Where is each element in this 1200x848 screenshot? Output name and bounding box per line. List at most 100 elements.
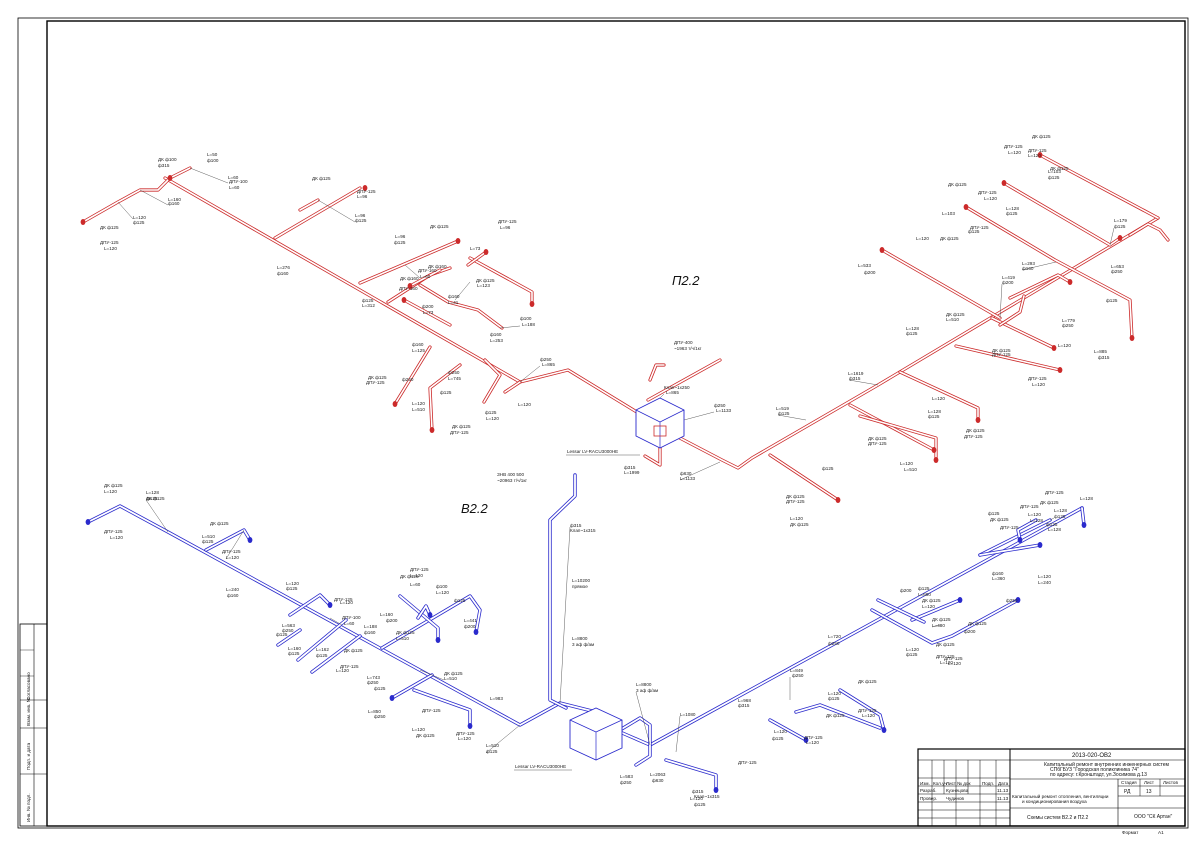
duct-run-inner	[849, 404, 935, 451]
exhaust-annotation-right-label: L=120	[862, 713, 875, 718]
exhaust-annotation-label: ф250	[374, 714, 386, 719]
supply-annotation-label: L=120	[518, 402, 531, 407]
exhaust-annotation-right-label: L=720	[828, 634, 841, 639]
supply-annotation-right-label: ДПУ-125	[1004, 144, 1023, 149]
exhaust-annotation-right-label: ф125	[1046, 522, 1058, 527]
leader-line	[777, 414, 807, 421]
exhaust-annotation-right-label: ф200	[964, 629, 976, 634]
format-label: Формат	[1122, 830, 1139, 835]
exhaust-annotation-right-label: ДПУ-125	[1000, 525, 1019, 530]
supply-annotation-right-label: L=103	[942, 211, 955, 216]
diffuser-fitting	[247, 537, 253, 543]
supply-annotation-right-label: L=653	[1111, 264, 1124, 269]
duct-run-inner	[403, 299, 451, 326]
supply-annotation-label: Клап~1х250	[664, 385, 690, 390]
supply-annotation-right-label: ф125	[822, 466, 834, 471]
exhaust-annotation-right-label: ф125	[772, 736, 784, 741]
diffuser-fitting	[1001, 180, 1007, 186]
supply-annotation-right-label: ДПУ-125	[1028, 376, 1047, 381]
exhaust-annotation-label: ф125	[288, 651, 300, 656]
diffuser-fitting	[879, 247, 885, 253]
duct-run-inner	[359, 240, 459, 284]
supply-annotation-label: L=253	[490, 338, 503, 343]
supply-annotation-right-label: L=1619	[848, 371, 864, 376]
duct-run-inner	[769, 454, 839, 501]
duct-run-inner	[417, 605, 431, 619]
stage-value: РД	[1124, 789, 1131, 795]
exhaust-annotation-label: ф630	[652, 778, 664, 783]
supply-annotation-label: L=120	[104, 246, 117, 251]
exhaust-annotation-label: L=120	[410, 573, 423, 578]
supply-annotation-label: L=188	[522, 322, 535, 327]
supply-annotation-label: L=50	[207, 152, 218, 157]
diffuser-fitting	[85, 519, 91, 525]
supply-annotation-label: L=123	[477, 283, 490, 288]
supply-annotation-right-label: ф125	[928, 414, 940, 419]
project-title-line-3: по адресу: г.Кронштадт, ул.Зосимова д.13	[1050, 772, 1147, 778]
diffuser-fitting	[933, 457, 939, 463]
exhaust-ducts	[86, 473, 1086, 792]
side-stamp-agreed: Согласовано	[26, 672, 31, 700]
supply-annotation-label: ДК ф125	[100, 225, 119, 230]
leader-line	[189, 167, 229, 184]
diffuser-fitting	[1067, 279, 1073, 285]
exhaust-annotation-label: L=120	[412, 727, 425, 732]
supply-annotation-label: L=60	[228, 175, 239, 180]
exhaust-annotation-right-label: ф160	[992, 571, 1004, 576]
diffuser-fitting	[429, 427, 435, 433]
exhaust-annotation-label: ДК ф125	[104, 483, 123, 488]
duct-run-inner	[881, 249, 1001, 319]
exhaust-annotation-label: L=60	[410, 582, 421, 587]
exhaust-annotation-label: L=120	[690, 796, 703, 801]
supply-annotation-label: ф125	[485, 410, 497, 415]
exhaust-annotation-right-label: L=128	[1030, 518, 1043, 523]
exhaust-annotation-label: ф200	[386, 618, 398, 623]
duct-run-inner	[1129, 223, 1169, 241]
supply-annotation-right-label: L=103	[1048, 169, 1061, 174]
supply-annotation-right-label: ф125	[1006, 211, 1018, 216]
supply-annotation-label: ф160	[448, 294, 460, 299]
supply-system-label: П2.2	[672, 273, 700, 288]
supply-annotation-right-label: L=510	[904, 467, 917, 472]
diffuser-fitting	[1117, 235, 1123, 241]
exhaust-annotation-right-label: L=120	[1038, 574, 1051, 579]
exhaust-annotation-label: L=510	[202, 534, 215, 539]
role-checker: Провер.	[920, 796, 937, 801]
supply-annotation-label: L=312	[362, 303, 375, 308]
supply-annotation-right-label: ДПУ-125	[970, 225, 989, 230]
duct-run-inner	[619, 507, 1083, 746]
supply-annotation-label: ДПУ-100	[229, 179, 248, 184]
leader-line	[454, 281, 471, 301]
exhaust-annotation-label: ДК ф125	[416, 733, 435, 738]
exhaust-annotation-label: L=120	[286, 581, 299, 586]
exhaust-annotation-right-label: ДПУ-125	[936, 654, 955, 659]
supply-annotation-label: ф250	[714, 403, 726, 408]
supply-annotation-right-label: ф250	[1062, 323, 1074, 328]
duct-run-inner	[467, 251, 487, 266]
exhaust-system-label: В2.2	[461, 501, 489, 516]
sheet-title: Схемы систем В2.2 и П2.2	[1027, 815, 1089, 821]
supply-annotation-label: L=120	[486, 416, 499, 421]
supply-annotation-right-label: ДПУ-125	[964, 434, 983, 439]
diffuser-fitting	[435, 637, 441, 643]
diffuser-fitting	[529, 301, 535, 307]
supply-annotation-label: ДК ф125	[368, 375, 387, 380]
diffuser-fitting	[407, 283, 413, 289]
leader-line	[145, 499, 169, 533]
supply-annotation-right-label: ДПУ-125	[1028, 148, 1047, 153]
supply-annotation-label: ДПУ-125	[100, 240, 119, 245]
supply-annotation-right-label: L=128	[906, 326, 919, 331]
exhaust-annotation-label: L=510	[396, 636, 409, 641]
supply-annotation-label: L=1133	[716, 408, 732, 413]
name-checker: Чудинов	[946, 796, 965, 801]
exhaust-annotation-right-label: ф125	[918, 586, 930, 591]
supply-annotation-label: L=1999	[624, 470, 640, 475]
stage-header: Стадия	[1121, 780, 1137, 785]
exhaust-annotation-right-label: ДК ф125	[826, 713, 845, 718]
diffuser-fitting	[975, 417, 981, 423]
section-title-line-1: Капитальный ремонт отопления, вентиляции	[1012, 793, 1109, 799]
exhaust-annotation-label: ф160	[227, 593, 239, 598]
exhaust-annotation-label: L=8800	[636, 682, 652, 687]
diffuser-fitting	[1051, 345, 1057, 351]
exhaust-annotation-label: ф125	[202, 539, 214, 544]
